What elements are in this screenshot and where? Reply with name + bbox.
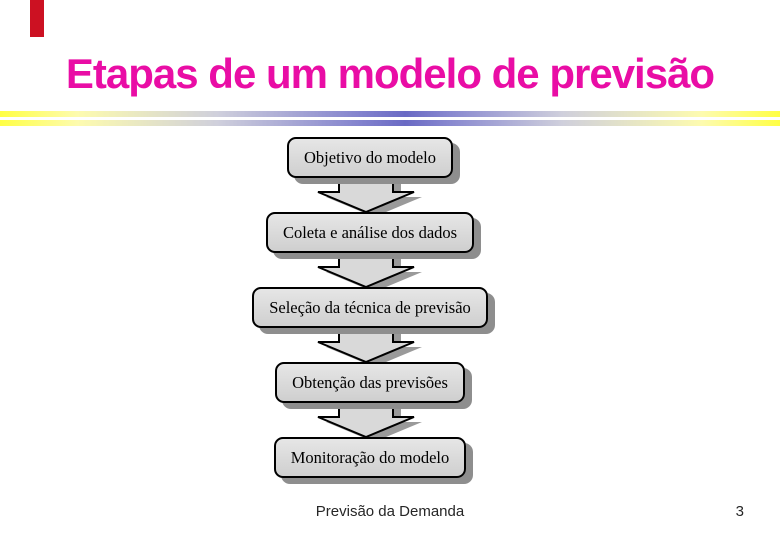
flow-step-box: Seleção da técnica de previsão: [252, 287, 488, 328]
down-arrow-icon: [317, 328, 423, 367]
flow-step-box: Monitoração do modelo: [273, 437, 467, 478]
footer-title: Previsão da Demanda: [315, 503, 465, 520]
step-label: Objetivo do modelo: [304, 147, 436, 167]
step-label: Coleta e análise dos dados: [282, 222, 458, 242]
flow-step-box: Objetivo do modelo: [287, 137, 453, 178]
divider-stripe-top: [0, 111, 780, 117]
step-label: Obtenção das previsões: [292, 372, 448, 392]
down-arrow-icon: [317, 403, 423, 442]
down-arrow-icon: [317, 178, 423, 217]
step-label: Monitoração do modelo: [290, 447, 450, 467]
title-underline-divider: [0, 111, 780, 128]
step-label: Seleção da técnica de previsão: [269, 297, 471, 317]
flow-step-box: Obtenção das previsões: [275, 362, 465, 403]
divider-stripe-bottom: [0, 120, 780, 126]
red-accent-bar: [30, 0, 44, 37]
flowchart: Objetivo do modelo Coleta e análise dos …: [0, 137, 740, 478]
page-title: Etapas de um modelo de previsão: [65, 50, 715, 97]
flow-step-box: Coleta e análise dos dados: [265, 212, 475, 253]
page-number: 3: [735, 503, 744, 520]
down-arrow-icon: [317, 253, 423, 292]
